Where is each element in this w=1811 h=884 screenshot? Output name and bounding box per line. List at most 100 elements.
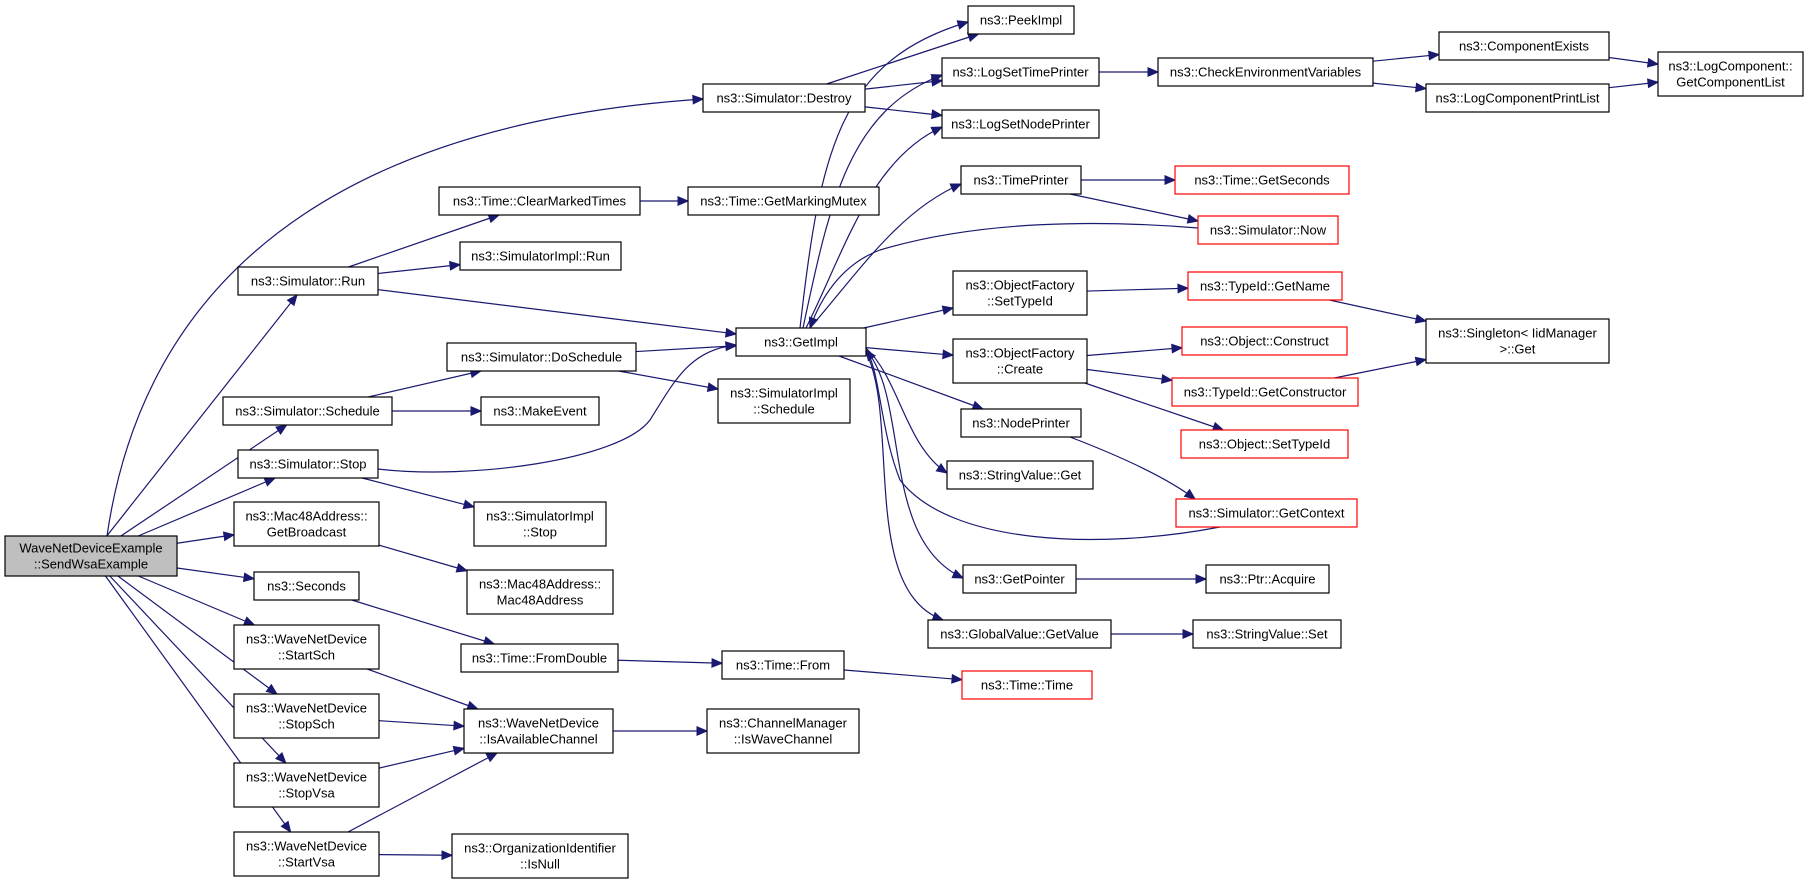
node-box[interactable] xyxy=(1425,318,1610,364)
node-box[interactable] xyxy=(721,650,845,680)
node-stop[interactable]: ns3::Simulator::Stop xyxy=(237,449,379,479)
node-box[interactable] xyxy=(941,57,1100,87)
node-doSchedule[interactable]: ns3::Simulator::DoSchedule xyxy=(446,342,637,372)
node-box[interactable] xyxy=(460,643,619,673)
node-box[interactable] xyxy=(237,266,379,296)
node-implSchedule[interactable]: ns3::SimulatorImpl::Schedule xyxy=(717,378,851,424)
node-box[interactable] xyxy=(451,833,629,879)
node-getCompList[interactable]: ns3::LogComponent::GetComponentList xyxy=(1657,51,1804,97)
node-getBroadcast[interactable]: ns3::Mac48Address::GetBroadcast xyxy=(233,501,380,547)
node-box[interactable] xyxy=(463,708,614,754)
node-box[interactable] xyxy=(1181,326,1348,356)
node-simNow[interactable]: ns3::Simulator::Now xyxy=(1197,215,1339,245)
node-box[interactable] xyxy=(480,396,600,426)
node-box[interactable] xyxy=(735,327,867,357)
node-box[interactable] xyxy=(1187,271,1343,301)
node-box[interactable] xyxy=(1438,31,1610,61)
node-getName[interactable]: ns3::TypeId::GetName xyxy=(1187,271,1343,301)
node-box[interactable] xyxy=(233,693,380,739)
node-clearMarked[interactable]: ns3::Time::ClearMarkedTimes xyxy=(438,186,641,216)
node-box[interactable] xyxy=(687,186,880,216)
node-destroy[interactable]: ns3::Simulator::Destroy xyxy=(702,83,866,113)
node-ptrAcquire[interactable]: ns3::Ptr::Acquire xyxy=(1205,564,1330,594)
node-box[interactable] xyxy=(1175,498,1358,528)
node-startVsa[interactable]: ns3::WaveNetDevice::StartVsa xyxy=(233,831,380,877)
node-box[interactable] xyxy=(946,460,1094,490)
node-root[interactable]: WaveNetDeviceExample::SendWsaExample xyxy=(4,535,178,577)
node-box[interactable] xyxy=(237,449,379,479)
node-box[interactable] xyxy=(1197,215,1339,245)
node-box[interactable] xyxy=(960,408,1082,438)
node-box[interactable] xyxy=(952,270,1088,316)
node-objConstruct[interactable]: ns3::Object::Construct xyxy=(1181,326,1348,356)
node-strSet[interactable]: ns3::StringValue::Set xyxy=(1192,619,1342,649)
node-logTime[interactable]: ns3::LogSetTimePrinter xyxy=(941,57,1100,87)
node-strGet[interactable]: ns3::StringValue::Get xyxy=(946,460,1094,490)
node-box[interactable] xyxy=(717,378,851,424)
node-run[interactable]: ns3::Simulator::Run xyxy=(237,266,379,296)
node-getSeconds[interactable]: ns3::Time::GetSeconds xyxy=(1174,165,1350,195)
node-box[interactable] xyxy=(967,5,1075,35)
node-box[interactable] xyxy=(962,564,1077,594)
node-timePrinter[interactable]: ns3::TimePrinter xyxy=(960,165,1082,195)
node-mac48[interactable]: ns3::Mac48Address::Mac48Address xyxy=(466,569,614,615)
node-box[interactable] xyxy=(1192,619,1342,649)
node-box[interactable] xyxy=(941,109,1100,139)
node-getContext[interactable]: ns3::Simulator::GetContext xyxy=(1175,498,1358,528)
node-seconds[interactable]: ns3::Seconds xyxy=(253,571,360,601)
node-box[interactable] xyxy=(233,624,380,670)
node-box[interactable] xyxy=(233,831,380,877)
node-schedule[interactable]: ns3::Simulator::Schedule xyxy=(222,396,393,426)
node-checkEnv[interactable]: ns3::CheckEnvironmentVariables xyxy=(1157,57,1374,87)
node-box[interactable] xyxy=(1205,564,1330,594)
node-nodePrinter[interactable]: ns3::NodePrinter xyxy=(960,408,1082,438)
node-implStop[interactable]: ns3::SimulatorImpl::Stop xyxy=(473,501,607,547)
node-makeEvent[interactable]: ns3::MakeEvent xyxy=(480,396,600,426)
node-box[interactable] xyxy=(233,762,380,808)
node-box[interactable] xyxy=(1425,83,1610,113)
node-peekImpl[interactable]: ns3::PeekImpl xyxy=(967,5,1075,35)
node-box[interactable] xyxy=(4,535,178,577)
node-box[interactable] xyxy=(446,342,637,372)
node-box[interactable] xyxy=(466,569,614,615)
node-box[interactable] xyxy=(253,571,360,601)
node-box[interactable] xyxy=(233,501,380,547)
node-box[interactable] xyxy=(702,83,866,113)
node-getImpl[interactable]: ns3::GetImpl xyxy=(735,327,867,357)
node-stopVsa[interactable]: ns3::WaveNetDevice::StopVsa xyxy=(233,762,380,808)
node-box[interactable] xyxy=(706,708,860,754)
node-startSch[interactable]: ns3::WaveNetDevice::StartSch xyxy=(233,624,380,670)
node-objSetTypeId[interactable]: ns3::Object::SetTypeId xyxy=(1180,429,1349,459)
node-box[interactable] xyxy=(473,501,607,547)
node-timeTime[interactable]: ns3::Time::Time xyxy=(961,670,1093,700)
node-compExists[interactable]: ns3::ComponentExists xyxy=(1438,31,1610,61)
node-isAvail[interactable]: ns3::WaveNetDevice::IsAvailableChannel xyxy=(463,708,614,754)
node-getPointer[interactable]: ns3::GetPointer xyxy=(962,564,1077,594)
node-fromDouble[interactable]: ns3::Time::FromDouble xyxy=(460,643,619,673)
node-box[interactable] xyxy=(1657,51,1804,97)
node-logNode[interactable]: ns3::LogSetNodePrinter xyxy=(941,109,1100,139)
node-box[interactable] xyxy=(927,619,1112,649)
node-gvGet[interactable]: ns3::GlobalValue::GetValue xyxy=(927,619,1112,649)
node-box[interactable] xyxy=(961,670,1093,700)
node-box[interactable] xyxy=(438,186,641,216)
node-getMarkingMutex[interactable]: ns3::Time::GetMarkingMutex xyxy=(687,186,880,216)
node-box[interactable] xyxy=(952,338,1088,384)
node-box[interactable] xyxy=(960,165,1082,195)
node-singleton[interactable]: ns3::Singleton< IidManager >::Get xyxy=(1425,318,1610,364)
node-ofSetTypeId[interactable]: ns3::ObjectFactory::SetTypeId xyxy=(952,270,1088,316)
node-ofCreate[interactable]: ns3::ObjectFactory::Create xyxy=(952,338,1088,384)
node-orgIsNull[interactable]: ns3::OrganizationIdentifier::IsNull xyxy=(451,833,629,879)
node-timeFrom[interactable]: ns3::Time::From xyxy=(721,650,845,680)
node-box[interactable] xyxy=(1174,165,1350,195)
node-stopSch[interactable]: ns3::WaveNetDevice::StopSch xyxy=(233,693,380,739)
node-box[interactable] xyxy=(1157,57,1374,87)
node-chanMgr[interactable]: ns3::ChannelManager::IsWaveChannel xyxy=(706,708,860,754)
node-box[interactable] xyxy=(222,396,393,426)
node-logPrintList[interactable]: ns3::LogComponentPrintList xyxy=(1425,83,1610,113)
node-box[interactable] xyxy=(1171,377,1359,407)
node-implRun[interactable]: ns3::SimulatorImpl::Run xyxy=(459,241,622,271)
node-box[interactable] xyxy=(1180,429,1349,459)
node-getCtor[interactable]: ns3::TypeId::GetConstructor xyxy=(1171,377,1359,407)
node-box[interactable] xyxy=(459,241,622,271)
